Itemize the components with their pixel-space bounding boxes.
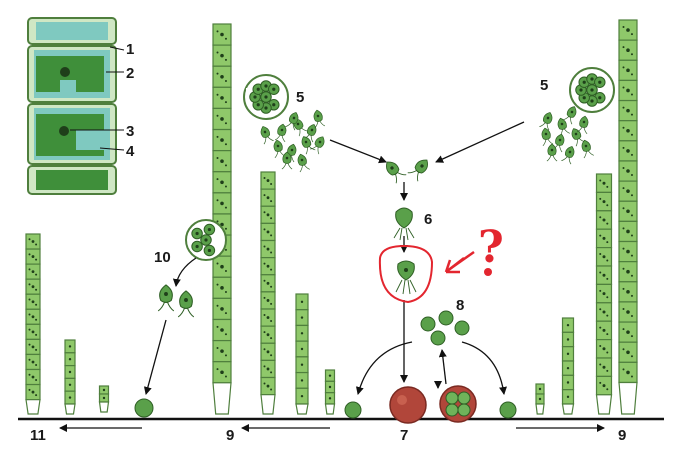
zoospore-left-5 bbox=[273, 139, 286, 159]
zoospore-left-4 bbox=[303, 124, 317, 143]
filament-left-6 bbox=[295, 293, 309, 415]
settled-zoospore bbox=[134, 398, 154, 418]
filament-left-3 bbox=[98, 385, 110, 413]
spore-cluster-2 bbox=[191, 223, 216, 257]
filament-left-5 bbox=[260, 171, 276, 415]
label-6: 6 bbox=[424, 211, 433, 228]
planozygote-circled bbox=[395, 260, 417, 295]
label-8: 8 bbox=[456, 297, 465, 314]
label-5-left: 5 bbox=[296, 89, 305, 106]
gamete-left bbox=[386, 161, 407, 184]
filaments-group bbox=[25, 19, 638, 415]
zoospore-left-12 bbox=[313, 109, 326, 129]
zoospore-10-b bbox=[177, 290, 195, 318]
zoospore-10-a bbox=[157, 284, 175, 312]
cell-structure-inset bbox=[22, 14, 125, 196]
label-9-left: 9 bbox=[226, 427, 235, 444]
label-4: 4 bbox=[126, 143, 135, 160]
zoospore-right-8 bbox=[546, 143, 558, 162]
germinating-zygote bbox=[439, 385, 477, 423]
zoospore-right-1 bbox=[539, 112, 553, 131]
filament-right-1 bbox=[535, 383, 545, 415]
filament-left-7 bbox=[324, 369, 336, 415]
zoospore-left-8 bbox=[310, 136, 325, 155]
label-11: 11 bbox=[30, 427, 46, 444]
red-annotation bbox=[378, 244, 492, 304]
spore-cluster-3 bbox=[575, 73, 606, 107]
filament-right-2 bbox=[561, 317, 575, 415]
zoospore-left-1 bbox=[260, 126, 274, 145]
label-1: 1 bbox=[126, 41, 135, 58]
label-5-right: 5 bbox=[540, 77, 549, 94]
filament-tall-right bbox=[618, 19, 638, 415]
zoospore-right-4 bbox=[541, 127, 554, 147]
label-2: 2 bbox=[126, 65, 135, 82]
label-10: 10 bbox=[154, 249, 171, 266]
filament-tall-left bbox=[212, 23, 232, 415]
gamete-right bbox=[407, 159, 428, 182]
zoospore-right-2 bbox=[557, 117, 570, 137]
zoospore-right-10 bbox=[581, 139, 594, 159]
label-3: 3 bbox=[126, 123, 135, 140]
filament-right-3 bbox=[595, 173, 613, 415]
zoospore-right-7 bbox=[576, 115, 589, 135]
zoospore-left-11 bbox=[285, 112, 299, 131]
zoospore-left-7 bbox=[301, 136, 316, 155]
zoospore-left-10 bbox=[297, 153, 310, 173]
zoospore-right-9 bbox=[561, 146, 575, 165]
zoospore-right-3 bbox=[562, 106, 577, 125]
filament-far-left bbox=[25, 233, 41, 415]
spore-cluster-1 bbox=[249, 80, 280, 114]
zoospores-group bbox=[157, 106, 594, 318]
zoospore-left-2 bbox=[274, 123, 287, 143]
zygote bbox=[389, 386, 427, 424]
label-9-right: 9 bbox=[618, 427, 627, 444]
arrows bbox=[59, 121, 605, 432]
settled-spore-right bbox=[499, 401, 517, 419]
planozygote bbox=[393, 207, 415, 241]
settled-spore-left bbox=[344, 401, 362, 419]
filament-left-2 bbox=[64, 339, 76, 415]
spore-clusters bbox=[191, 73, 606, 257]
label-7: 7 bbox=[400, 427, 409, 444]
meiospores-cluster bbox=[420, 310, 470, 346]
zoospore-left-9 bbox=[281, 151, 293, 170]
question-mark: ? bbox=[478, 222, 504, 273]
